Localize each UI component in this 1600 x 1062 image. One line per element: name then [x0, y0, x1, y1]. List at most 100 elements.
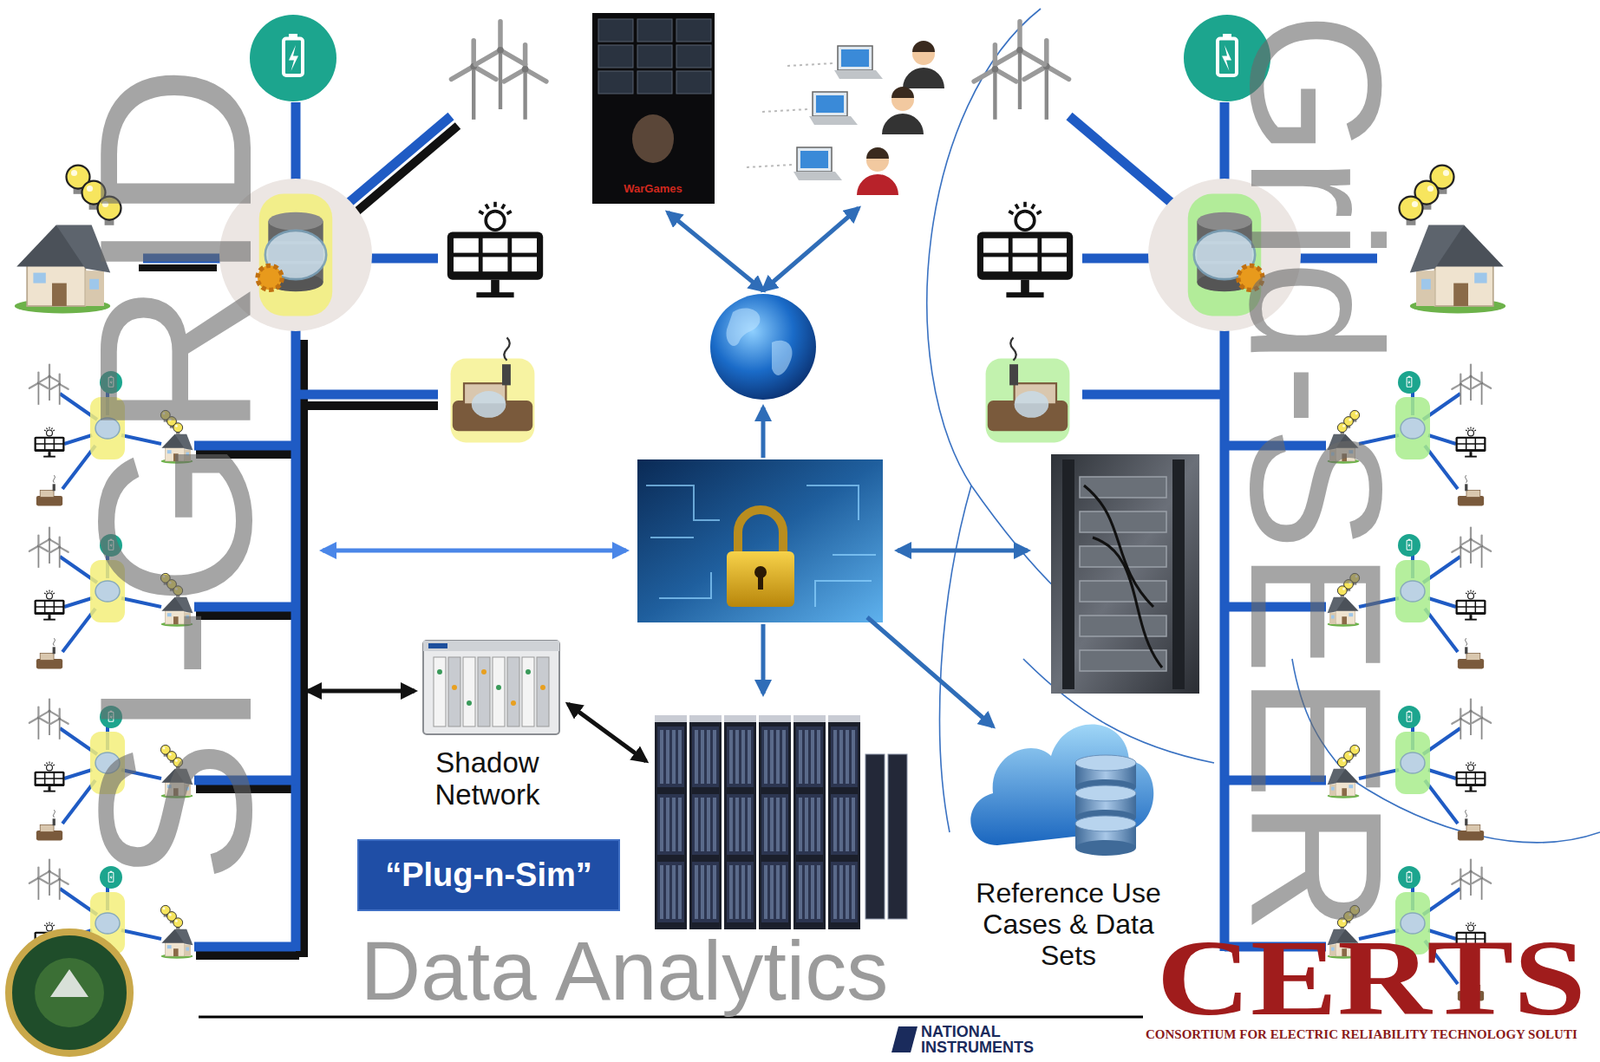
- server-blade: [741, 797, 745, 852]
- turbine-hub: [1469, 870, 1472, 874]
- sun-icon: [1015, 211, 1035, 231]
- turbine-hub: [58, 718, 61, 721]
- house-door: [1453, 283, 1469, 307]
- server-rack: [654, 715, 687, 930]
- turbine-pole: [1481, 878, 1483, 901]
- turbine-blade: [1470, 376, 1482, 383]
- circuit-trace: [650, 536, 694, 539]
- sun-ray: [1023, 202, 1027, 208]
- turbine-hub: [522, 65, 529, 73]
- turbine-blade: [39, 539, 50, 546]
- server-blade: [735, 797, 739, 852]
- turbine-pole: [48, 711, 51, 736]
- solar-cell: [1466, 607, 1475, 613]
- sun-ray: [1472, 428, 1475, 431]
- thin-curve: [940, 485, 972, 833]
- brain-icon: [95, 913, 120, 934]
- turbine-hub: [1469, 375, 1472, 379]
- rack-post: [1172, 459, 1185, 690]
- server-blade: [816, 865, 821, 920]
- server-blade: [833, 730, 837, 784]
- solar-cell: [1041, 238, 1067, 254]
- server-blade: [747, 797, 752, 852]
- logo-text: NATIONAL INSTRUMENTS: [920, 1024, 1060, 1056]
- turbine-blade: [1472, 878, 1483, 884]
- server-blade: [770, 797, 774, 852]
- turbine-hub: [992, 65, 1000, 73]
- sun-ray: [51, 428, 53, 431]
- generator-stack: [1464, 818, 1468, 826]
- turbine-pole: [1481, 383, 1483, 405]
- sun-ray: [493, 202, 497, 208]
- server-blade: [678, 797, 682, 852]
- solar-base: [1464, 790, 1477, 793]
- chassis-module: [522, 657, 535, 727]
- turbine-hub: [1459, 878, 1463, 882]
- server-rack-cap: [758, 715, 791, 723]
- turbines-icon: [1451, 860, 1491, 901]
- turbine-blade: [1046, 66, 1070, 80]
- sun-ray: [44, 764, 46, 766]
- turbines-icon: [1451, 365, 1491, 405]
- turbines-icon: [1451, 528, 1491, 569]
- poster-screen: [676, 45, 712, 68]
- sun-ray: [1467, 763, 1470, 765]
- sun-ray: [1472, 763, 1475, 765]
- ni-logo-mark: [891, 1026, 918, 1053]
- turbine-pole: [58, 879, 61, 901]
- feeder-line: [194, 942, 296, 953]
- server-tier: [657, 862, 685, 923]
- rack-cable: [1092, 537, 1163, 668]
- solar-base: [476, 292, 514, 298]
- remote-users: [746, 40, 945, 196]
- solar-cell: [45, 779, 53, 784]
- server-blade: [712, 730, 717, 784]
- house-door: [173, 948, 179, 957]
- turbine-blade: [1470, 871, 1482, 878]
- generator-smoke: [52, 809, 55, 818]
- sun-ray: [1469, 427, 1471, 430]
- mini-line: [1424, 608, 1458, 653]
- turbine-blade: [39, 711, 50, 718]
- server-tier: [796, 726, 823, 788]
- server-tier: [761, 862, 789, 923]
- solar-icon: [34, 762, 66, 793]
- solar-cell: [511, 238, 537, 254]
- node-text: Reference Use Cases & Data Sets: [955, 878, 1182, 972]
- device-label: Shadow Network: [400, 747, 575, 812]
- solar-cell: [1475, 773, 1484, 778]
- turbine-blade: [1460, 879, 1470, 885]
- solar-base: [1005, 292, 1044, 298]
- server-rack: [865, 754, 885, 920]
- turbine-blade: [1460, 711, 1471, 718]
- generator-top: [1466, 490, 1481, 498]
- server-rack-cap: [793, 715, 826, 723]
- sun-ray: [1474, 592, 1476, 595]
- generator-smoke: [52, 475, 55, 484]
- laptop-display: [800, 150, 829, 169]
- solar-cell: [1475, 607, 1484, 613]
- server-tier: [830, 862, 858, 923]
- laptop-display: [841, 49, 869, 67]
- dotted-link: [762, 109, 808, 112]
- turbine-pole: [1018, 50, 1022, 110]
- solar-cell: [54, 607, 63, 613]
- server-blade: [810, 730, 815, 784]
- turbine-pole: [1044, 66, 1049, 120]
- generator-top: [39, 825, 54, 833]
- turbine-blade: [1459, 869, 1462, 880]
- sun-ray: [52, 592, 55, 595]
- rack-post: [1062, 459, 1075, 690]
- turbine-blade: [473, 66, 497, 80]
- solar-cell: [36, 601, 45, 607]
- turbine-blade: [1469, 860, 1472, 873]
- data-arrow: [322, 548, 627, 554]
- padlock-keyhole: [757, 575, 764, 590]
- server-blade: [712, 797, 717, 852]
- server-blade: [804, 865, 809, 920]
- gen-icon: [1457, 475, 1484, 506]
- turbine-pole: [1469, 376, 1472, 401]
- turbine-blade: [1460, 547, 1470, 553]
- generator-stack: [52, 483, 56, 491]
- server-rack-cap: [654, 715, 687, 723]
